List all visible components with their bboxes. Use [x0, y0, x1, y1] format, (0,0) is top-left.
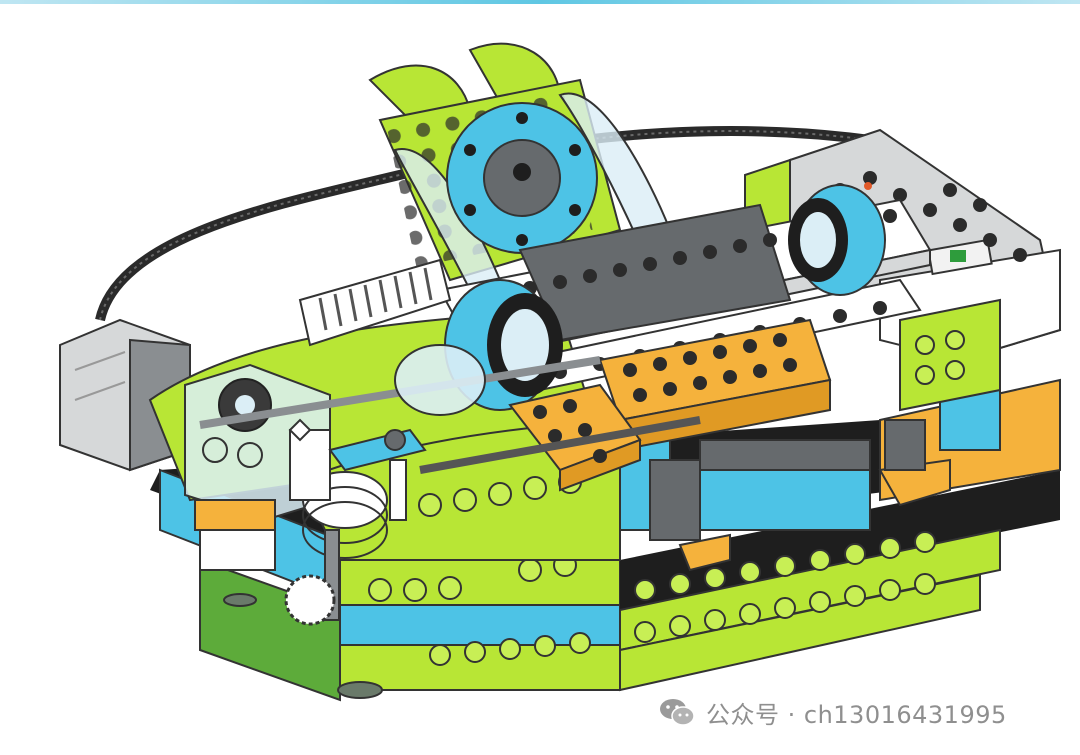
top-accent-bar: [0, 0, 1080, 4]
top-cradle: [368, 42, 672, 292]
wechat-icon: [660, 699, 695, 726]
feet: [223, 593, 383, 699]
watermark-text: 公众号 · ch13016431995: [706, 700, 1007, 729]
inner-blocks: [649, 419, 926, 541]
gearbox: [184, 344, 701, 626]
orange-bricks: [508, 318, 951, 572]
gear-rack: [298, 258, 452, 347]
watermark: 公众号 · ch13016431995: [658, 692, 1007, 732]
